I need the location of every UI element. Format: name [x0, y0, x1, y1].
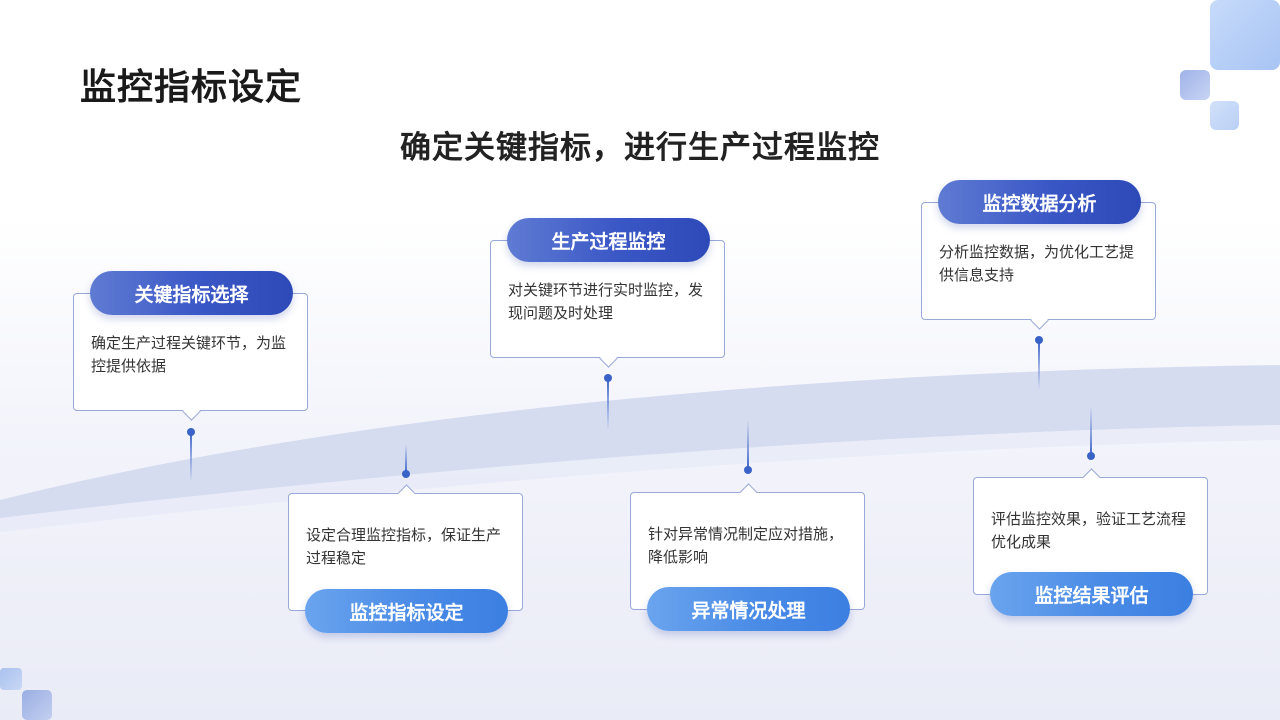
step-desc: 分析监控数据，为优化工艺提供信息支持	[939, 244, 1135, 284]
step-desc: 对关键环节进行实时监控，发现问题及时处理	[508, 282, 704, 322]
connector-dot	[604, 374, 612, 382]
connector-dot	[402, 470, 410, 478]
connector-line	[405, 444, 407, 474]
decor-square-small	[22, 690, 52, 720]
connector-dot	[1035, 336, 1043, 344]
connector-line	[1038, 340, 1040, 390]
step-label-1: 关键指标选择	[90, 271, 293, 315]
step-desc: 设定合理监控指标，保证生产过程稳定	[306, 527, 502, 567]
connector-line	[607, 378, 609, 430]
step-label-3: 生产过程监控	[507, 218, 710, 262]
decor-square-large	[1210, 0, 1280, 70]
connector-dot	[744, 466, 752, 474]
connector-dot	[1087, 452, 1095, 460]
connector-line	[747, 420, 749, 470]
decor-square-small	[0, 668, 22, 690]
step-desc: 评估监控效果，验证工艺流程优化成果	[991, 511, 1187, 551]
step-desc: 确定生产过程关键环节，为监控提供依据	[91, 335, 287, 375]
step-label-2: 监控指标设定	[305, 589, 508, 633]
page-title: 监控指标设定	[80, 66, 303, 107]
step-desc: 针对异常情况制定应对措施，降低影响	[648, 526, 844, 566]
step-label-6: 监控结果评估	[990, 572, 1193, 616]
decor-square-small	[1180, 70, 1210, 100]
connector-line	[1090, 406, 1092, 456]
step-label-4: 异常情况处理	[647, 587, 850, 631]
decor-square-small	[1210, 101, 1239, 130]
page-subtitle: 确定关键指标，进行生产过程监控	[400, 130, 880, 165]
connector-line	[190, 432, 192, 482]
connector-dot	[187, 428, 195, 436]
step-label-5: 监控数据分析	[938, 180, 1141, 224]
